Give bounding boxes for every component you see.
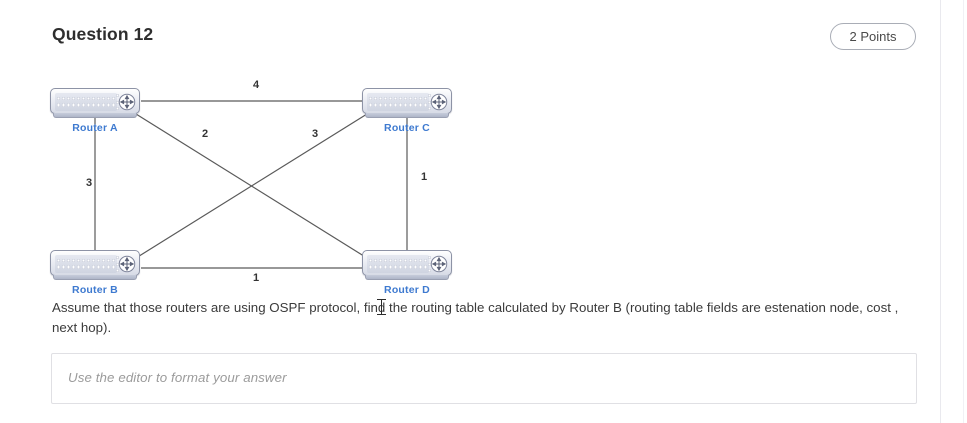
- router-base: [365, 113, 449, 118]
- router-label-a: Router A: [72, 122, 118, 134]
- router-base: [365, 275, 449, 280]
- network-topology-diagram: Router A: [40, 72, 510, 300]
- edge-b-c: [135, 113, 368, 259]
- router-chassis: [50, 88, 140, 114]
- router-status-dots: [428, 94, 431, 110]
- points-badge: 2 Points: [830, 23, 916, 50]
- router-port-icon: [430, 255, 448, 273]
- router-node-c[interactable]: [362, 88, 452, 122]
- router-status-dots: [428, 256, 431, 272]
- router-label-d: Router D: [384, 284, 430, 296]
- question-body-text: Assume that those routers are using OSPF…: [52, 300, 899, 335]
- edge-weight-a-b: 3: [86, 177, 93, 189]
- router-status-dots: [116, 256, 119, 272]
- router-port-icon: [430, 93, 448, 111]
- router-port-icon: [118, 93, 136, 111]
- answer-placeholder-text: Use the editor to format your answer: [68, 370, 287, 385]
- router-faceplate: [367, 255, 429, 273]
- router-faceplate: [367, 93, 429, 111]
- router-node-d[interactable]: [362, 250, 452, 284]
- page-title: Question 12: [52, 24, 154, 44]
- panel-divider-outer: [963, 0, 964, 423]
- router-base: [53, 113, 137, 118]
- router-chassis: [362, 88, 452, 114]
- edge-weight-c-d: 1: [421, 171, 428, 183]
- router-base: [53, 275, 137, 280]
- router-node-a[interactable]: [50, 88, 140, 122]
- router-faceplate: [55, 255, 117, 273]
- question-header: Question 12 2 Points: [0, 0, 940, 72]
- router-status-dots: [116, 94, 119, 110]
- router-port-icon: [118, 255, 136, 273]
- router-chassis: [50, 250, 140, 276]
- topology-edges: [94, 100, 408, 269]
- router-label-c: Router C: [384, 122, 430, 134]
- edge-weight-a-c: 4: [253, 79, 260, 91]
- answer-editor[interactable]: Use the editor to format your answer: [51, 353, 917, 404]
- edge-weight-b-c: 3: [312, 128, 319, 140]
- panel-divider: [940, 0, 941, 423]
- router-chassis: [362, 250, 452, 276]
- edge-weight-b-d: 1: [253, 272, 260, 284]
- router-node-b[interactable]: [50, 250, 140, 284]
- router-faceplate: [55, 93, 117, 111]
- edge-weight-a-d: 2: [202, 128, 209, 140]
- router-label-b: Router B: [72, 284, 118, 296]
